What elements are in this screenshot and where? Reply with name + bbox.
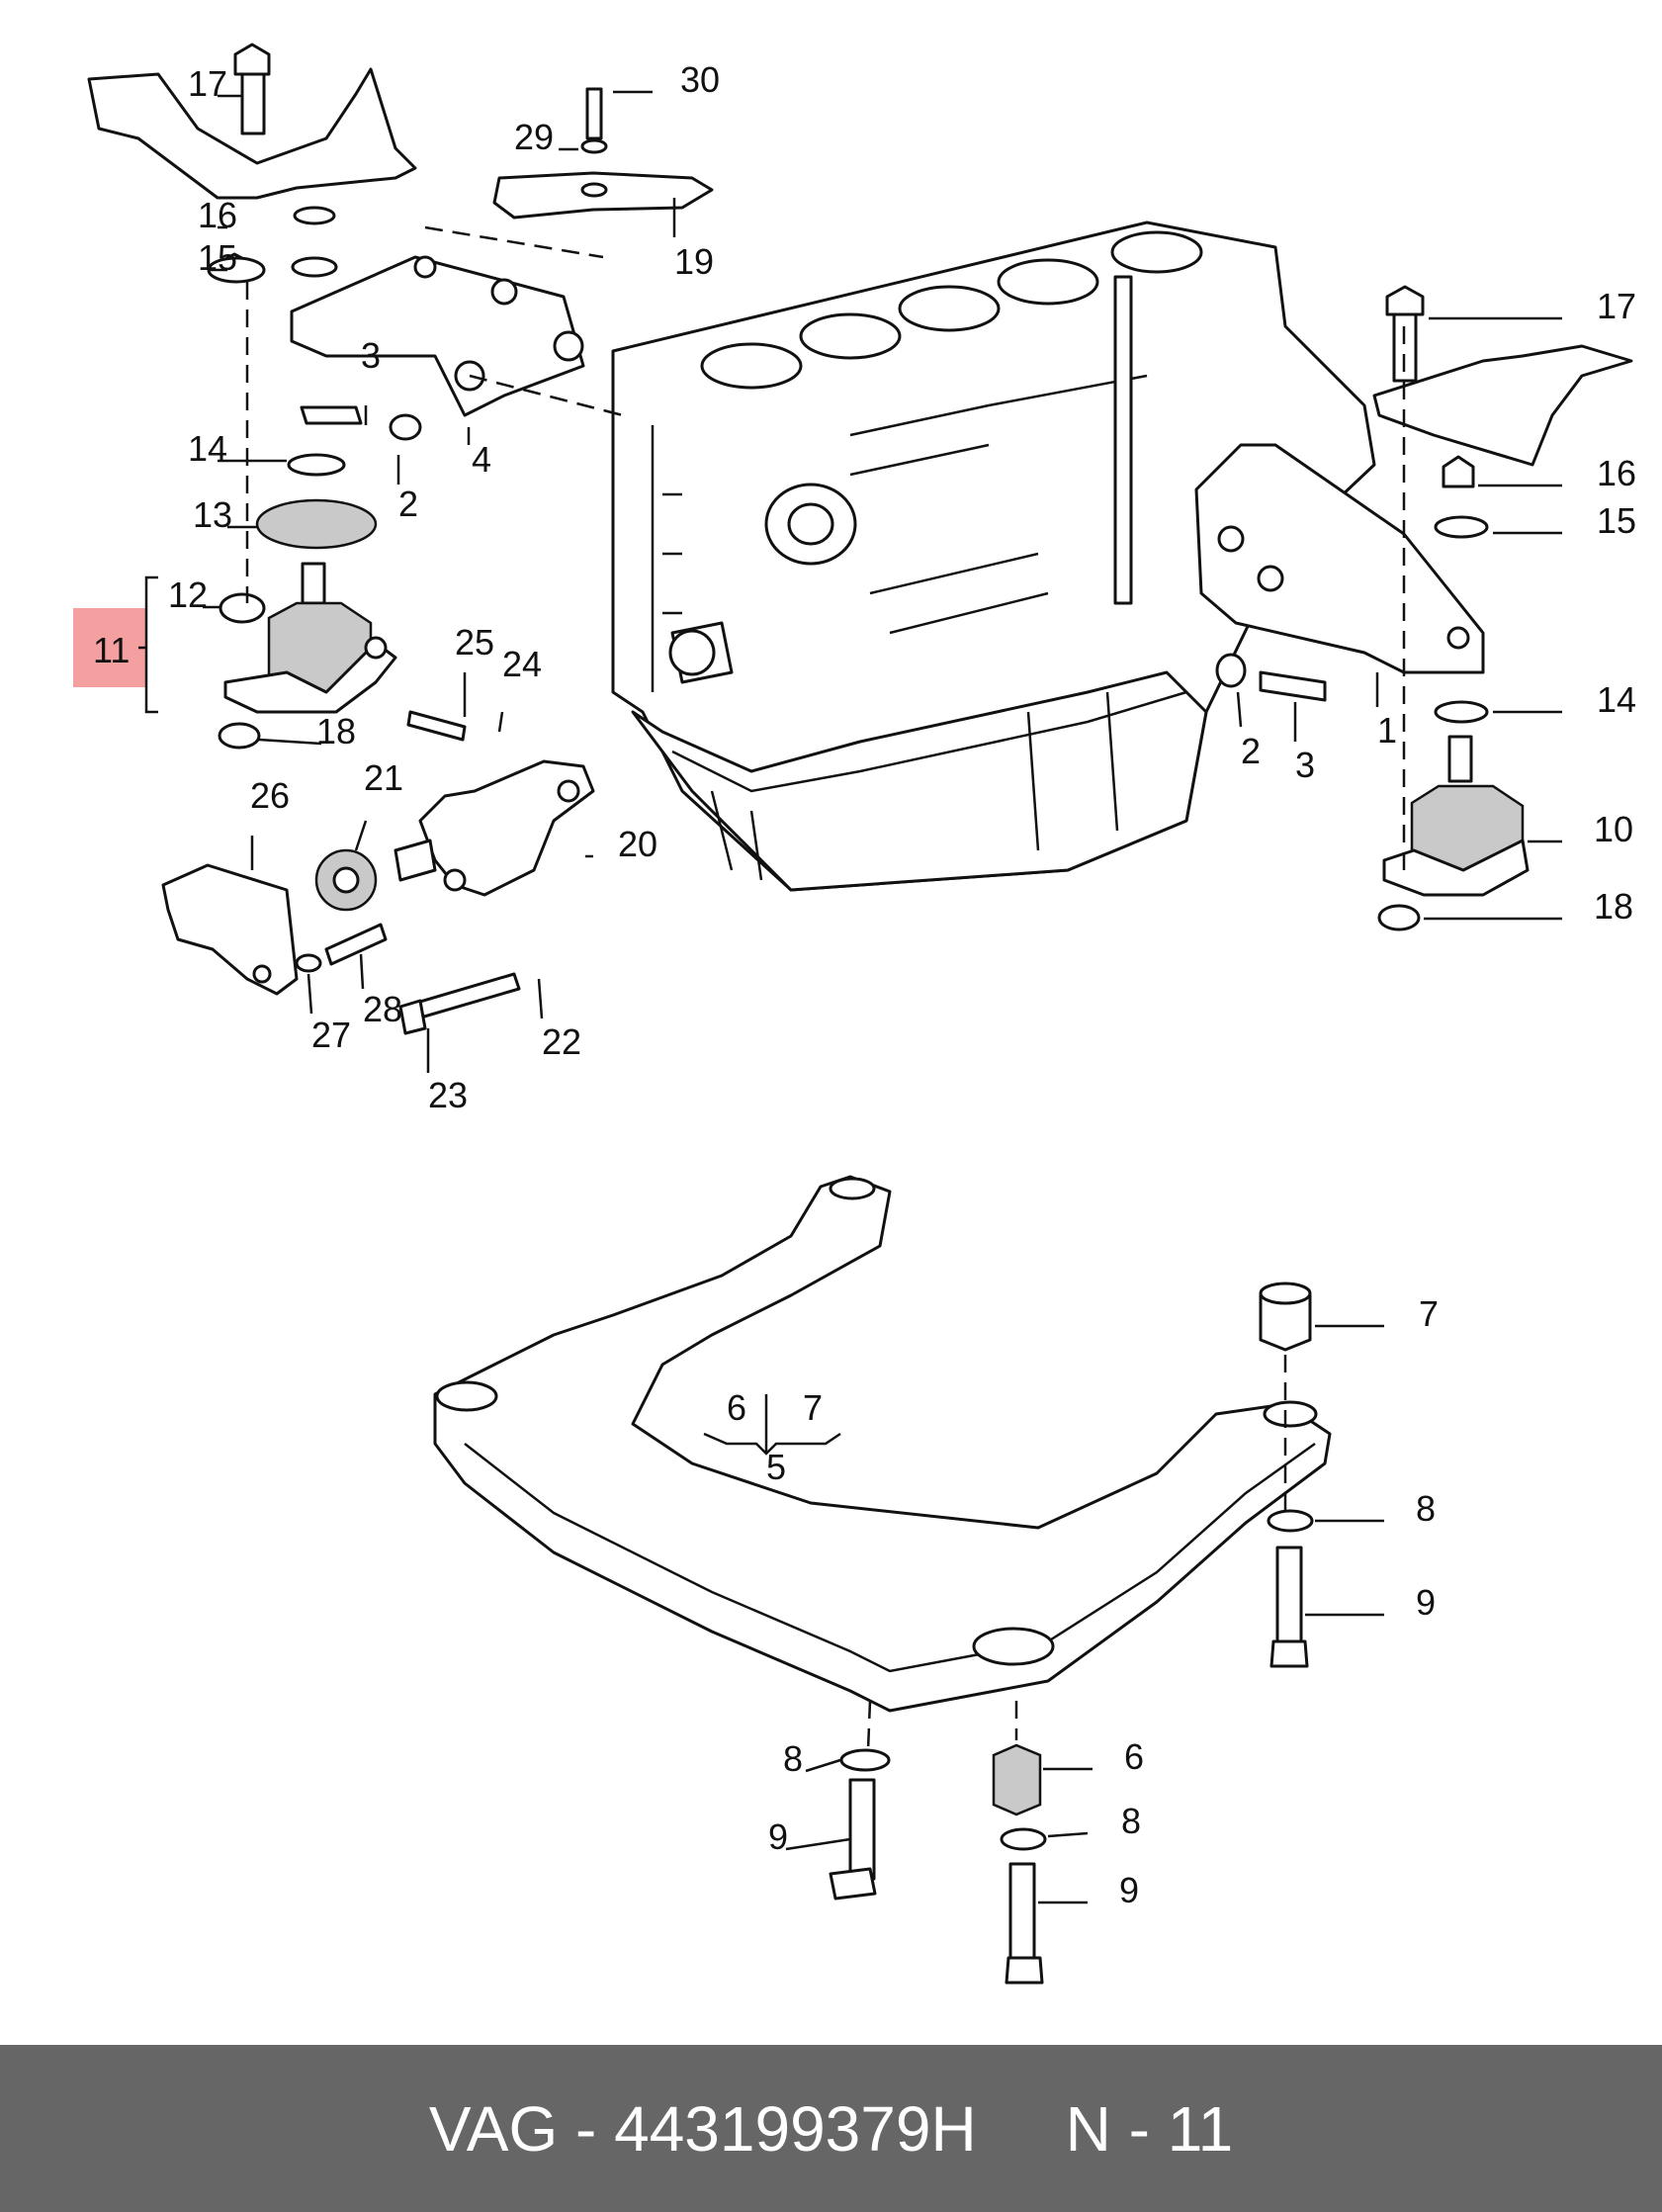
callout-label-19[interactable]: 19 — [674, 241, 714, 282]
right-bracket — [1194, 443, 1485, 674]
callout-label-6b[interactable]: 6 — [1124, 1736, 1144, 1777]
callout-label-1[interactable]: 1 — [1377, 710, 1397, 751]
heat-shield-right — [1372, 285, 1633, 467]
callout-label-30[interactable]: 30 — [680, 59, 720, 100]
callout-label-24[interactable]: 24 — [502, 644, 542, 684]
callout-label-5[interactable]: 5 — [766, 1447, 786, 1487]
footer-bar: VAG - 443199379H N - 11 — [0, 2045, 1662, 2212]
callout-label-11[interactable]: 11 — [93, 630, 130, 670]
subframe-hardware — [829, 1282, 1314, 1985]
bracket-11 — [138, 575, 158, 714]
callout-label-7b[interactable]: 7 — [803, 1387, 823, 1428]
callout-label-9c[interactable]: 9 — [1119, 1870, 1139, 1910]
callout-label-17b[interactable]: 17 — [1597, 286, 1636, 326]
callout-label-8b[interactable]: 8 — [783, 1738, 803, 1779]
callout-label-28[interactable]: 28 — [363, 989, 402, 1029]
callout-label-7a[interactable]: 7 — [1419, 1293, 1439, 1334]
callout-label-15b[interactable]: 15 — [1597, 500, 1636, 541]
callout-label-16a[interactable]: 16 — [198, 195, 237, 235]
callout-label-8c[interactable]: 8 — [1121, 1801, 1141, 1841]
callout-label-8a[interactable]: 8 — [1416, 1488, 1436, 1529]
callout-label-25[interactable]: 25 — [455, 622, 494, 663]
footer-part-text: VAG - 443199379H — [429, 2092, 977, 2166]
callout-label-13[interactable]: 13 — [193, 494, 232, 535]
separator: - — [575, 2092, 597, 2165]
parts-diagram: 11 — [73, 43, 1636, 1985]
callout-label-16b[interactable]: 16 — [1597, 453, 1636, 493]
right-engine-mount — [1215, 326, 1530, 931]
callout-label-12[interactable]: 12 — [168, 575, 208, 615]
callout-label-2a[interactable]: 2 — [398, 484, 418, 524]
callout-label-29[interactable]: 29 — [514, 117, 554, 157]
callout-label-3b[interactable]: 3 — [1295, 745, 1315, 785]
left-bracket — [290, 255, 624, 417]
callout-label-14b[interactable]: 14 — [1597, 679, 1636, 720]
callout-label-22[interactable]: 22 — [542, 1021, 581, 1062]
callout-label-6a[interactable]: 6 — [727, 1387, 746, 1428]
callout-label-3a[interactable]: 3 — [361, 335, 381, 376]
callout-label-17a[interactable]: 17 — [188, 63, 227, 104]
heat-shield-left — [87, 43, 417, 200]
gearbox-mount — [161, 710, 595, 1035]
subframe — [433, 1175, 1332, 1713]
callout-label-26[interactable]: 26 — [250, 775, 290, 816]
callout-labels: 1716153421413121830291925242120262728222… — [168, 59, 1636, 1910]
callout-label-20[interactable]: 20 — [618, 824, 657, 864]
brand-label: VAG — [428, 2092, 559, 2165]
leader-lines — [203, 90, 1562, 1904]
callout-label-15a[interactable]: 15 — [198, 237, 237, 278]
callout-label-23[interactable]: 23 — [428, 1075, 468, 1115]
callout-label-14a[interactable]: 14 — [188, 428, 227, 469]
plate-19 — [424, 87, 714, 259]
callout-label-18a[interactable]: 18 — [316, 711, 356, 752]
callout-label-18b[interactable]: 18 — [1594, 886, 1633, 927]
left-engine-mount — [207, 206, 422, 750]
engine-block — [611, 221, 1376, 892]
page-reference: N - 11 — [1065, 2092, 1234, 2165]
callout-label-10[interactable]: 10 — [1594, 809, 1633, 849]
callout-label-2b[interactable]: 2 — [1241, 731, 1261, 771]
callout-label-4[interactable]: 4 — [472, 439, 491, 480]
callout-label-21[interactable]: 21 — [364, 757, 403, 798]
part-number: 443199379H — [614, 2092, 977, 2165]
highlight-box-11 — [73, 608, 146, 687]
callout-label-27[interactable]: 27 — [311, 1015, 351, 1055]
callout-label-9a[interactable]: 9 — [1416, 1582, 1436, 1623]
callout-label-9b[interactable]: 9 — [768, 1816, 788, 1857]
